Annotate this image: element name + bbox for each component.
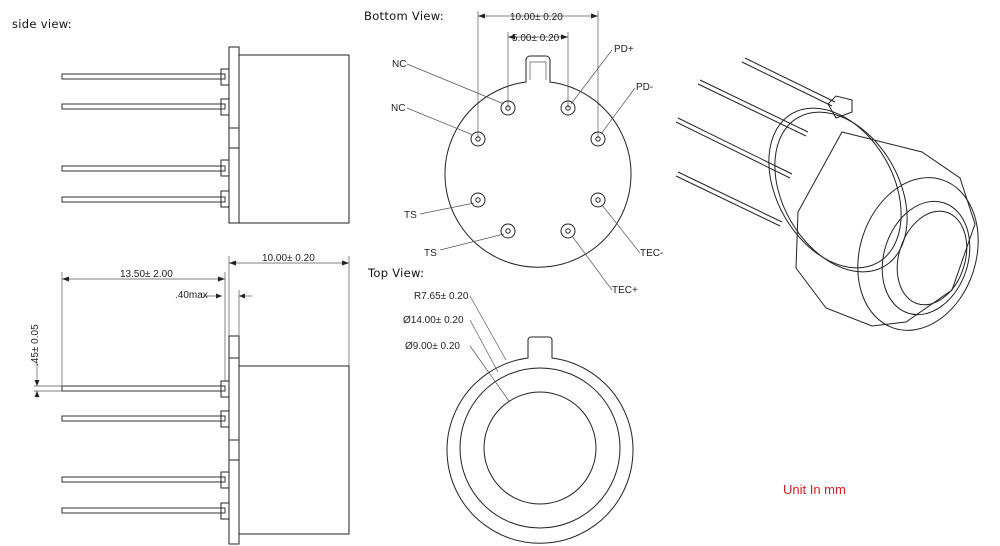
pin-pd-plus xyxy=(560,100,576,116)
pin-label-nc-left: NC xyxy=(391,103,405,114)
dim-pin-diameter: .45± 0.05 xyxy=(30,324,41,366)
side-view-lower: 10.00± 0.20 13.50± 2.00 .40max .45± 0.05 xyxy=(30,253,350,545)
dim-radius: R7.65± 0.20 xyxy=(414,291,469,302)
bottom-view-title: Bottom View: xyxy=(364,9,444,23)
dim-window-diameter: Ø9.00± 0.20 xyxy=(405,341,460,352)
side-pin xyxy=(61,507,226,514)
side-cap xyxy=(238,54,350,224)
side-flange xyxy=(228,46,240,224)
window-outline xyxy=(483,391,597,505)
top-view: R7.65± 0.20 Ø14.00± 0.20 Ø9.00± 0.20 xyxy=(403,291,634,544)
side-pin xyxy=(61,73,226,80)
dim-outer-diameter: Ø14.00± 0.20 xyxy=(403,315,464,326)
dim-pin-spacing-inner: 5.00± 0.20 xyxy=(512,33,560,44)
pin-label-ts-left: TS xyxy=(404,210,417,221)
side-view-upper xyxy=(61,46,350,224)
flange-outline xyxy=(446,336,634,544)
cap-outline xyxy=(459,367,621,529)
bottom-view: 10.00± 0.20 5.00± 0.20 xyxy=(391,11,663,296)
header-outline xyxy=(444,55,632,268)
pin-label-tec-minus: TEC- xyxy=(640,248,663,259)
dim-pin-spacing-outer: 10.00± 0.20 xyxy=(510,12,563,23)
pin-pd-minus xyxy=(590,131,606,147)
dim-pin-length: 13.50± 2.00 xyxy=(120,269,173,280)
pin-tec-plus xyxy=(560,223,576,239)
side-pin xyxy=(61,165,226,172)
dim-total-width: 10.00± 0.20 xyxy=(262,253,315,264)
pin-label-pd-minus: PD- xyxy=(636,82,653,93)
side-cap xyxy=(238,365,350,535)
isometric-view xyxy=(675,57,979,331)
side-pin xyxy=(61,196,226,203)
iso-window xyxy=(881,200,971,316)
top-view-title: Top View: xyxy=(367,266,424,280)
side-pin xyxy=(61,103,226,110)
pin-tec-minus xyxy=(590,192,606,208)
pin-nc-top xyxy=(500,100,516,116)
side-view-title: side view: xyxy=(12,17,72,31)
pin-label-tec-plus: TEC+ xyxy=(612,285,638,296)
side-pin xyxy=(61,415,226,422)
pin-ts-left xyxy=(470,192,486,208)
pin-label-pd-plus: PD+ xyxy=(614,44,634,55)
pin-ts-bottom xyxy=(500,223,516,239)
pin-label-nc-top: NC xyxy=(392,59,406,70)
dim-flange-max: .40max xyxy=(175,290,208,301)
pin-nc-left xyxy=(470,131,486,147)
side-pin xyxy=(61,476,226,483)
units-note: Unit In mm xyxy=(783,482,846,497)
side-pin xyxy=(61,385,226,392)
pin-label-ts-bottom: TS xyxy=(424,248,437,259)
iso-cap-face xyxy=(857,177,979,331)
